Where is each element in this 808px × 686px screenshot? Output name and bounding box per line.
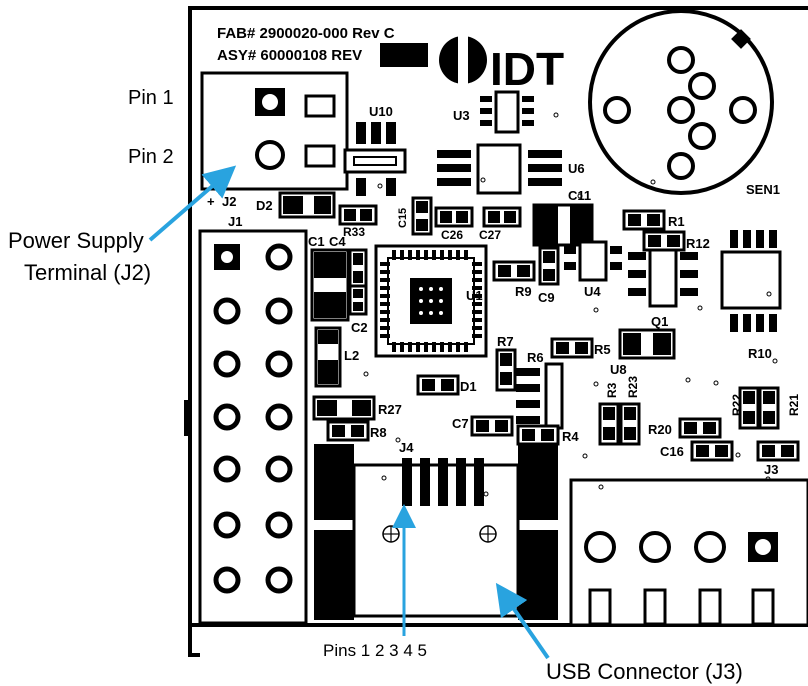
refdes-r6: D1 xyxy=(460,379,477,394)
refdes-c16: J3 xyxy=(764,462,778,477)
arrow-j2 xyxy=(148,165,237,242)
callout-pin2: Pin 2 xyxy=(128,146,174,168)
c15-component xyxy=(411,196,433,236)
refdes-r3: R23 xyxy=(626,376,640,398)
u1-chip xyxy=(374,244,488,358)
refdes-j2: J2 xyxy=(222,194,236,209)
refdes-c7: R4 xyxy=(562,429,579,444)
refdes-c9: C9 xyxy=(538,290,555,305)
refdes-u6: U6 xyxy=(568,161,585,176)
refdes-c2: C2 xyxy=(351,320,368,335)
r27-component xyxy=(326,420,370,442)
l2-component xyxy=(314,326,342,388)
u2-component xyxy=(516,362,564,430)
c11-component xyxy=(532,203,594,247)
refdes-j3: J4 xyxy=(399,440,414,455)
fab-number-label: FAB# 2900020-000 Rev C xyxy=(217,25,395,42)
j1-header xyxy=(198,229,308,625)
refdes-r20: C16 xyxy=(660,444,684,459)
r8-component xyxy=(470,415,514,437)
r1-component xyxy=(622,209,666,231)
refdes-u10: U10 xyxy=(369,104,393,119)
asy-number-label: ASY# 60000108 REV xyxy=(217,47,362,64)
refdes-r33: R33 xyxy=(343,225,365,239)
logo-text: IDT xyxy=(490,43,564,95)
refdes-u1: U1 xyxy=(466,288,483,303)
refdes-j1: J1 xyxy=(228,214,242,229)
r22-component xyxy=(758,386,780,430)
refdes-r5: R5 xyxy=(594,342,611,357)
refdes-u4: U4 xyxy=(584,284,601,299)
r33-component xyxy=(338,204,378,226)
callout-j2-line1: Power Supply xyxy=(8,228,144,253)
u4-component xyxy=(564,240,622,282)
refdes-c26: C26 xyxy=(441,228,463,242)
r20-component xyxy=(690,440,734,462)
j2-plus-mark: + xyxy=(207,194,215,209)
refdes-r27: R8 xyxy=(370,425,387,440)
refdes-c4: C4 xyxy=(329,234,346,249)
refdes-c15: C15 xyxy=(397,208,409,228)
refdes-c27: C27 xyxy=(479,228,501,242)
c2-component xyxy=(348,284,368,316)
c26-component xyxy=(434,206,474,228)
r9-component xyxy=(492,260,536,282)
q1-component xyxy=(628,248,698,308)
r7-component xyxy=(495,348,517,392)
r12-component xyxy=(642,230,686,252)
marking-block xyxy=(380,43,428,67)
sen1-sensor xyxy=(588,9,774,195)
c4-component xyxy=(348,248,368,288)
r23-component xyxy=(738,386,760,430)
idt-logo: IDT xyxy=(439,32,564,95)
refdes-sen1: SEN1 xyxy=(746,182,780,197)
refdes-r23: R22 xyxy=(730,394,744,416)
refdes-r21: R20 xyxy=(648,422,672,437)
r21-component xyxy=(678,417,722,439)
r5-component xyxy=(550,337,594,359)
d1-component xyxy=(312,395,376,421)
callout-j3-pins: Pins 1 2 3 4 5 xyxy=(323,641,427,660)
u8-component xyxy=(720,230,782,332)
j3-usb-connector xyxy=(314,444,558,620)
refdes-c1: C1 xyxy=(308,234,325,249)
u10-component xyxy=(343,122,407,196)
callout-j2-line2: Terminal (J2) xyxy=(24,260,151,285)
c16-component xyxy=(756,440,800,462)
refdes-q1: Q1 xyxy=(651,314,668,329)
j4-terminal-block xyxy=(569,478,808,627)
r6-component xyxy=(416,374,460,396)
refdes-c11: C11 xyxy=(568,188,591,203)
refdes-u2: R6 xyxy=(527,350,544,365)
u6-component xyxy=(437,143,562,195)
c27-component xyxy=(482,206,522,228)
refdes-r12: R12 xyxy=(686,236,710,251)
c1-component xyxy=(310,248,350,322)
refdes-r1: R1 xyxy=(668,214,685,229)
j2-terminal xyxy=(200,71,349,191)
refdes-r8: C7 xyxy=(452,416,469,431)
c9-component xyxy=(538,246,560,286)
c7-component xyxy=(516,424,560,446)
refdes-r9: R9 xyxy=(515,284,532,299)
refdes-r7: R7 xyxy=(497,334,514,349)
arrow-j3-usb xyxy=(495,582,550,660)
r3-component xyxy=(619,402,641,446)
callout-j3-usb: USB Connector (J3) xyxy=(546,659,743,684)
callout-pin1: Pin 1 xyxy=(128,87,174,109)
refdes-d1: R27 xyxy=(378,402,402,417)
refdes-u8: R10 xyxy=(748,346,772,361)
test-points xyxy=(321,112,778,497)
r10-component xyxy=(618,328,676,360)
d2-component xyxy=(278,191,336,219)
u3-component xyxy=(480,90,534,134)
refdes-r22: R21 xyxy=(787,394,801,416)
refdes-r4: R3 xyxy=(605,382,619,398)
refdes-l2: L2 xyxy=(344,348,359,363)
refdes-u3: U3 xyxy=(453,108,470,123)
refdes-r10: U8 xyxy=(610,362,627,377)
refdes-d2: D2 xyxy=(256,198,273,213)
r4-component xyxy=(598,402,620,446)
